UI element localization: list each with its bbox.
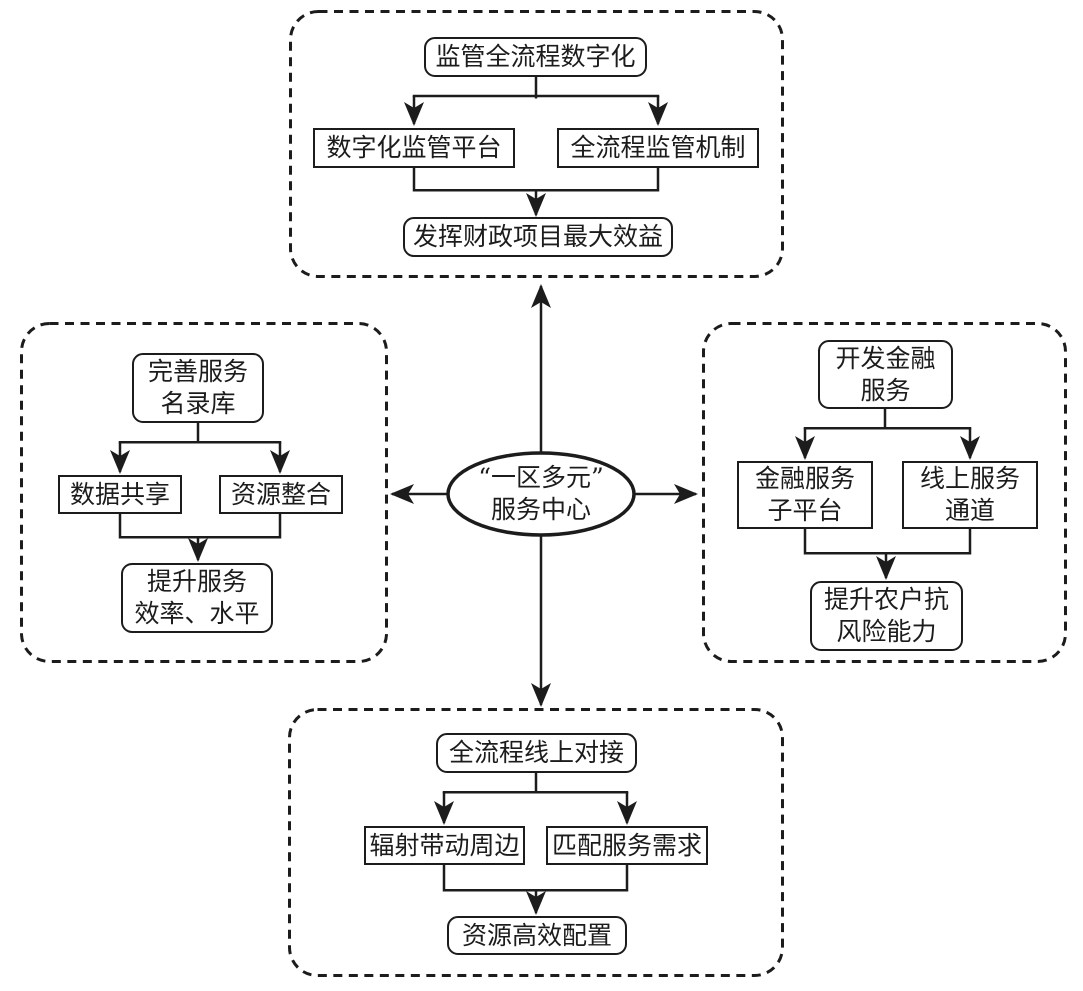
right-child2-label-line2: 通道 bbox=[944, 496, 995, 525]
left-cluster-connectors bbox=[110, 421, 290, 562]
bottom-child2-label: 匹配服务需求 bbox=[551, 830, 702, 860]
top-cluster-connectors bbox=[404, 76, 668, 217]
right-source-box: 开发金融 服务 bbox=[818, 340, 953, 409]
cluster-borders bbox=[20, 10, 1067, 977]
bottom-outcome-label: 资源高效配置 bbox=[461, 920, 612, 950]
center-hub-label-line1: “一区多元” bbox=[478, 462, 604, 492]
left-child1-label: 数据共享 bbox=[69, 479, 170, 509]
right-outcome-label-line1: 提升农户抗 bbox=[823, 585, 949, 614]
bottom-cluster-connectors bbox=[434, 771, 637, 915]
right-outcome-box: 提升农户抗 风险能力 bbox=[810, 581, 963, 651]
right-child1-label-line1: 金融服务 bbox=[754, 464, 855, 493]
center-spokes bbox=[390, 284, 698, 707]
center-hub-label-line2: 服务中心 bbox=[490, 495, 591, 524]
top-child2-box: 全流程监管机制 bbox=[557, 128, 759, 168]
center-hub-label: “一区多元” 服务中心 bbox=[448, 452, 634, 536]
bottom-outcome-box: 资源高效配置 bbox=[447, 916, 627, 955]
right-cluster-connectors bbox=[795, 407, 980, 580]
left-child2-label: 资源整合 bbox=[230, 479, 331, 509]
left-child1-box: 数据共享 bbox=[58, 475, 182, 514]
right-outcome-label-line2: 风险能力 bbox=[836, 617, 937, 646]
top-cluster-border bbox=[289, 10, 784, 278]
left-outcome-box: 提升服务 效率、水平 bbox=[121, 563, 273, 633]
bottom-source-box: 全流程线上对接 bbox=[436, 733, 637, 773]
left-child2-box: 资源整合 bbox=[219, 475, 343, 514]
top-outcome-box: 发挥财政项目最大效益 bbox=[403, 217, 673, 257]
right-source-label-line1: 开发金融 bbox=[835, 343, 936, 373]
right-source-label-line2: 服务 bbox=[860, 375, 911, 405]
bottom-child1-label: 辐射带动周边 bbox=[369, 830, 520, 860]
top-child1-box: 数字化监管平台 bbox=[313, 128, 515, 168]
left-source-box: 完善服务 名录库 bbox=[132, 353, 264, 423]
right-child1-box: 金融服务 子平台 bbox=[737, 461, 873, 529]
right-child2-label-line1: 线上服务 bbox=[919, 464, 1020, 493]
bottom-source-label: 全流程线上对接 bbox=[448, 738, 624, 767]
top-source-label: 监管全流程数字化 bbox=[435, 42, 636, 71]
right-child1-label-line2: 子平台 bbox=[767, 496, 843, 525]
top-outcome-label: 发挥财政项目最大效益 bbox=[412, 222, 663, 251]
left-outcome-label-line1: 提升服务 bbox=[146, 567, 247, 596]
right-cluster-border bbox=[702, 322, 1067, 663]
left-outcome-label-line2: 效率、水平 bbox=[134, 599, 260, 628]
top-child2-label: 全流程监管机制 bbox=[570, 133, 746, 162]
bottom-child2-box: 匹配服务需求 bbox=[546, 826, 708, 865]
left-source-label-line1: 完善服务 bbox=[147, 357, 248, 386]
bottom-child1-box: 辐射带动周边 bbox=[364, 826, 525, 865]
right-child2-box: 线上服务 通道 bbox=[902, 461, 1038, 529]
bottom-cluster-border bbox=[288, 708, 784, 977]
top-child1-label: 数字化监管平台 bbox=[326, 133, 502, 162]
left-source-label-line2: 名录库 bbox=[160, 389, 236, 418]
top-source-box: 监管全流程数字化 bbox=[424, 37, 647, 77]
